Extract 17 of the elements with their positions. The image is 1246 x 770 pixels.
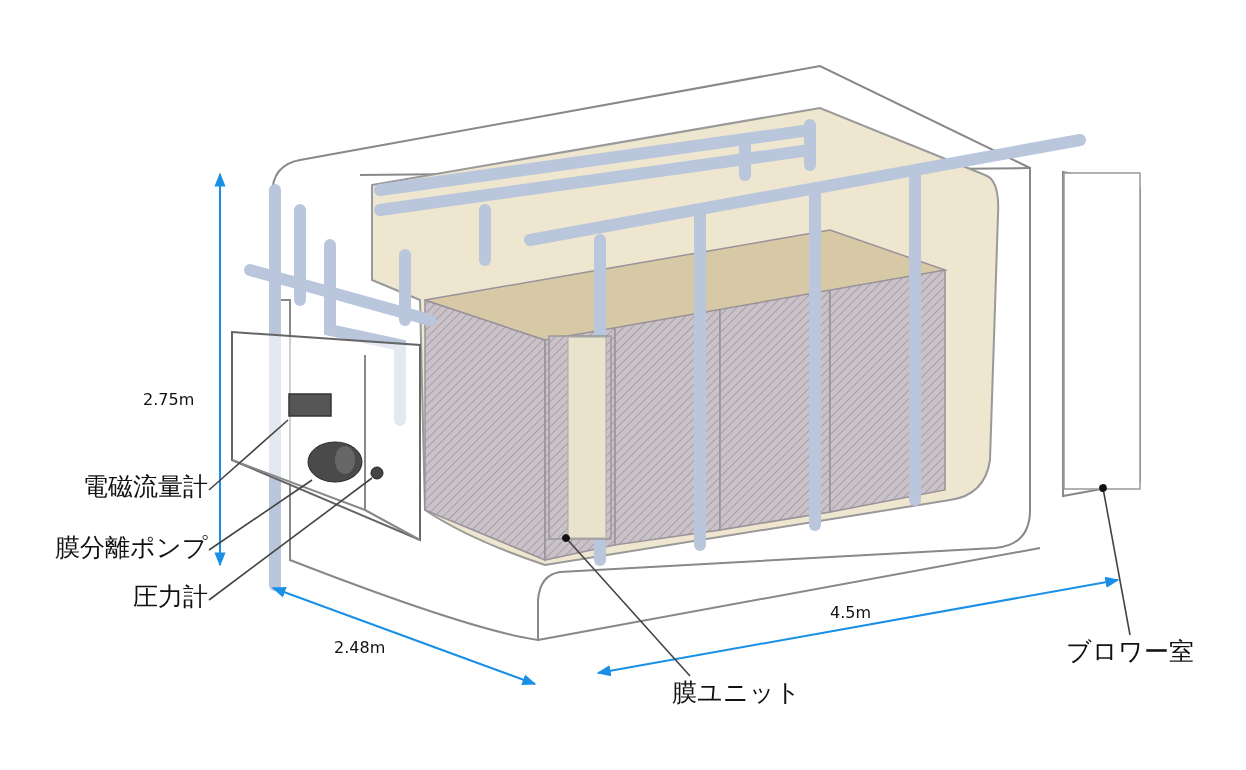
part-label: 膜ユニット (672, 676, 806, 710)
blower-room (1063, 172, 1141, 490)
leader-line (208, 479, 313, 551)
dimension-label: 2.75m (143, 390, 195, 410)
leader-line (1099, 484, 1131, 636)
leader-line (208, 419, 289, 491)
part-label: 電磁流量計 (75, 470, 208, 504)
part-label: 膜分離ポンプ (50, 531, 208, 565)
dimension-label: 2.48m (334, 638, 386, 658)
dimension-label: 4.5m (830, 603, 872, 623)
membrane-unit (548, 335, 612, 540)
part-label: ブロワー室 (1066, 635, 1208, 669)
part-label: 圧力計 (127, 580, 208, 614)
flow-meter (288, 393, 332, 417)
pressure-gauge-icon (370, 466, 384, 480)
leader-line (208, 477, 373, 601)
leader-line (562, 534, 691, 677)
